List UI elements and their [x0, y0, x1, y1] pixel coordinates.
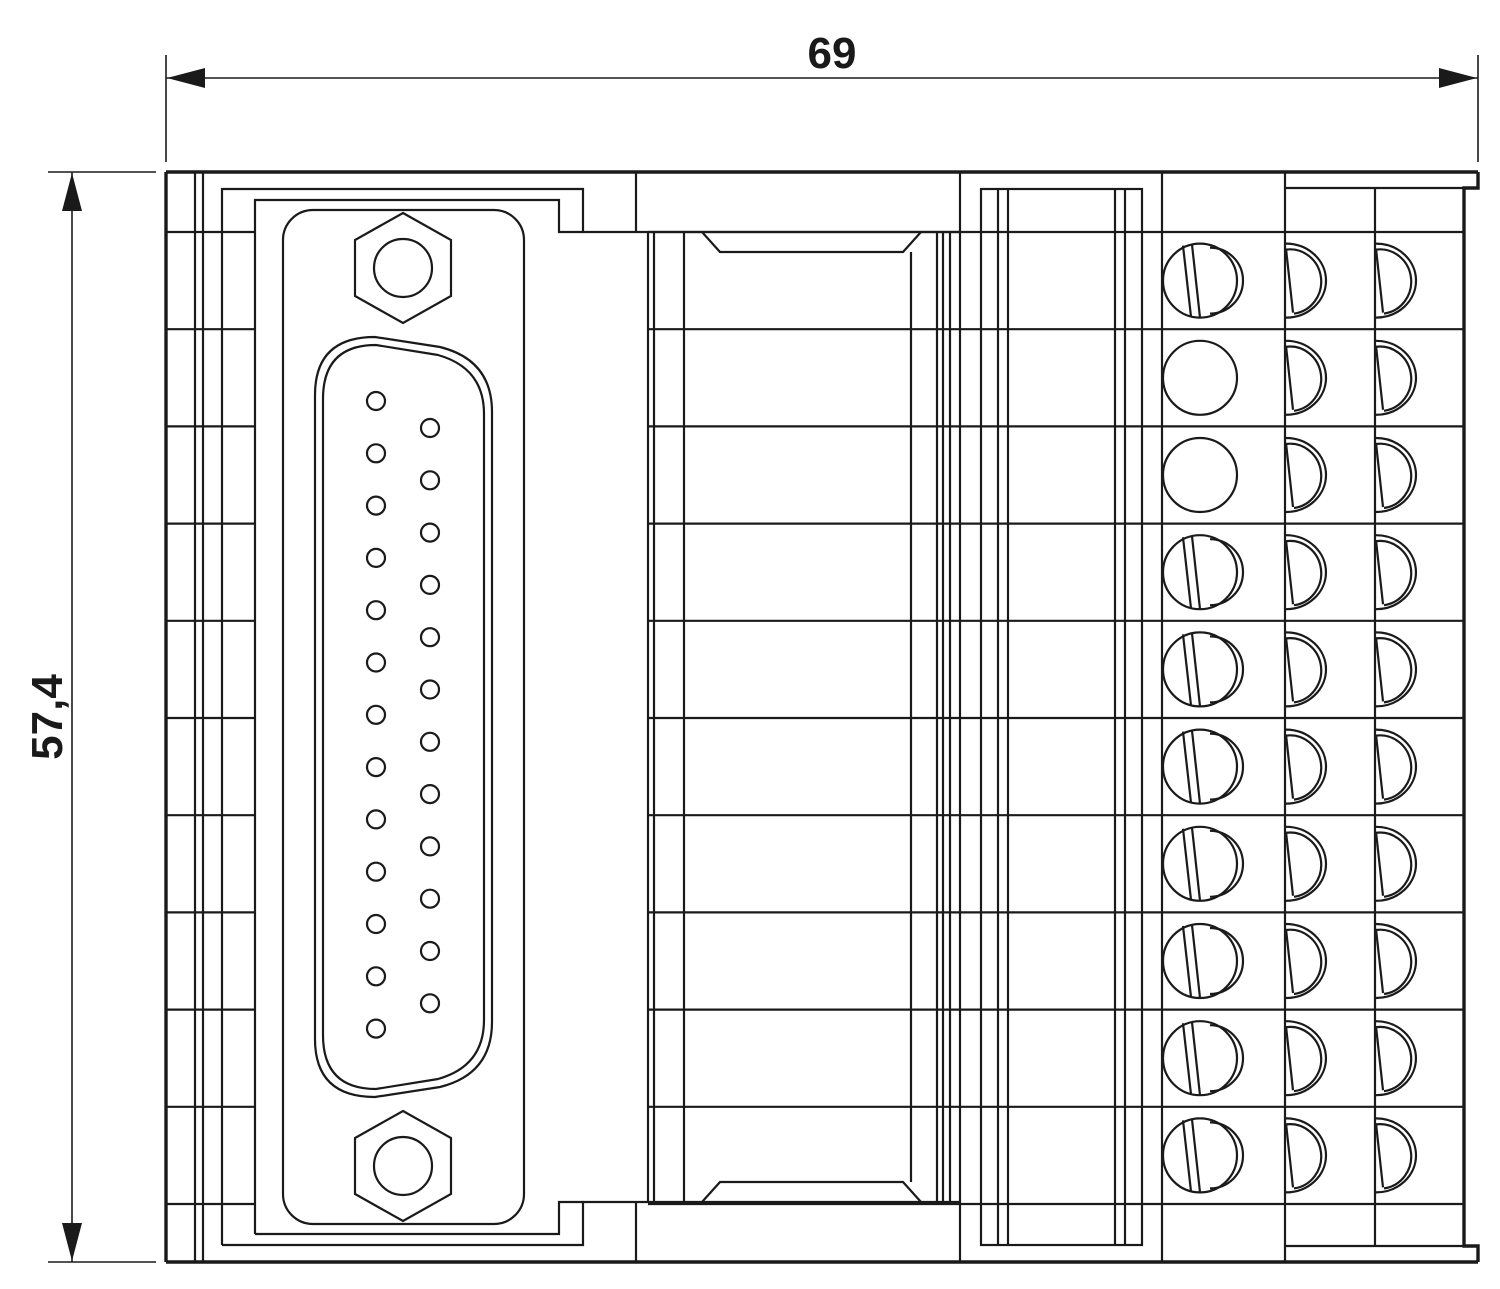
- pin-row-b: [419, 731, 441, 752]
- pin-row-b: [419, 679, 441, 700]
- terminal-screws: [1161, 242, 1418, 1194]
- pin-row-a: [365, 966, 387, 987]
- pin-row-a: [365, 390, 387, 412]
- pin-row-b: [419, 522, 441, 543]
- screw-head-icon[interactable]: [1161, 534, 1239, 611]
- pin-row-a: [365, 704, 387, 725]
- open-terminal-icon[interactable]: [1161, 436, 1239, 514]
- mounting-nut-bottom: [353, 1109, 453, 1223]
- screw-head-icon[interactable]: [1161, 1020, 1239, 1097]
- terminal-row: [1161, 825, 1418, 902]
- pin-row-a: [365, 861, 387, 882]
- clamp-icon: [1375, 631, 1418, 708]
- pin-row-a: [365, 443, 387, 464]
- clamp-icon: [1285, 534, 1328, 611]
- terminal-row: [1161, 534, 1418, 611]
- pin-row-a: [365, 600, 387, 621]
- height-dimension-label: 57,4: [23, 674, 72, 760]
- screw-head-icon[interactable]: [1161, 728, 1239, 805]
- terminal-row: [1161, 242, 1418, 319]
- pin-row-b: [419, 888, 441, 909]
- row-dividers: [166, 230, 1464, 1206]
- terminal-row: [1161, 728, 1418, 805]
- clamp-icon: [1285, 242, 1328, 319]
- terminal-row: [1161, 339, 1418, 416]
- connector-shell-outer: [313, 335, 494, 1099]
- clamp-icon: [1285, 825, 1328, 902]
- terminal-row: [1161, 436, 1418, 514]
- left-rail: [193, 172, 638, 1262]
- mounting-nut-top: [353, 211, 453, 325]
- screw-hole: [372, 1135, 434, 1197]
- pin-row-b: [419, 783, 441, 805]
- connector-shell-inner: [321, 343, 486, 1091]
- pin-row-b: [419, 417, 441, 439]
- clamp-icon: [1285, 436, 1328, 514]
- clamp-icon: [1375, 1020, 1418, 1097]
- clamp-icon: [1375, 825, 1418, 902]
- pin-row-a: [365, 652, 387, 673]
- pin-row-a: [365, 913, 387, 935]
- clamp-icon: [1375, 436, 1418, 514]
- clamp-icon: [1375, 1117, 1418, 1194]
- width-dimension-label: 69: [808, 29, 857, 78]
- pin-row-b: [419, 940, 441, 962]
- clamp-icon: [1375, 728, 1418, 805]
- height-dimension: 57,4: [23, 171, 156, 1263]
- terminal-row: [1161, 1020, 1418, 1097]
- screw-head-icon[interactable]: [1161, 825, 1239, 902]
- top-latch: [701, 231, 922, 254]
- screw-head-icon[interactable]: [1161, 922, 1239, 1000]
- open-terminal-icon[interactable]: [1161, 339, 1239, 416]
- arrow-up-icon: [62, 173, 82, 211]
- connector-flange: [281, 208, 526, 1226]
- pin-row-b: [419, 574, 441, 596]
- pin-row-a: [365, 809, 387, 830]
- connector-pins: [365, 390, 441, 1039]
- clamp-icon: [1285, 339, 1328, 416]
- terminal-row: [1161, 631, 1418, 708]
- clamp-icon: [1375, 922, 1418, 1000]
- screw-head-icon[interactable]: [1161, 631, 1239, 708]
- bottom-latch: [701, 1180, 922, 1203]
- hex-nut-icon: [353, 211, 453, 325]
- clamp-icon: [1285, 1020, 1328, 1097]
- pin-row-a: [365, 495, 387, 516]
- pin-row-b: [419, 627, 441, 648]
- clamp-icon: [1285, 922, 1328, 1000]
- screw-hole: [372, 237, 434, 299]
- width-dimension: 69: [165, 29, 1479, 162]
- pin-row-a: [365, 547, 387, 569]
- clamp-icon: [1375, 339, 1418, 416]
- terminal-row: [1161, 922, 1418, 1000]
- hex-nut-icon: [353, 1109, 453, 1223]
- clamp-icon: [1285, 631, 1328, 708]
- sub-d-connector: [281, 208, 526, 1226]
- pin-row-b: [419, 993, 441, 1014]
- pin-row-a: [365, 756, 387, 778]
- clamp-icon: [1375, 242, 1418, 319]
- pin-row-b: [419, 836, 441, 857]
- pin-row-b: [419, 470, 441, 491]
- pin-row-a: [365, 1018, 387, 1039]
- screw-head-icon[interactable]: [1161, 1117, 1239, 1194]
- clamp-icon: [1285, 728, 1328, 805]
- arrow-right-icon: [1439, 68, 1477, 88]
- terminal-row: [1161, 1117, 1418, 1194]
- clamp-icon: [1375, 534, 1418, 611]
- clamp-icon: [1285, 1117, 1328, 1194]
- arrow-down-icon: [62, 1223, 82, 1261]
- screw-head-icon[interactable]: [1161, 242, 1239, 319]
- arrow-left-icon: [167, 68, 205, 88]
